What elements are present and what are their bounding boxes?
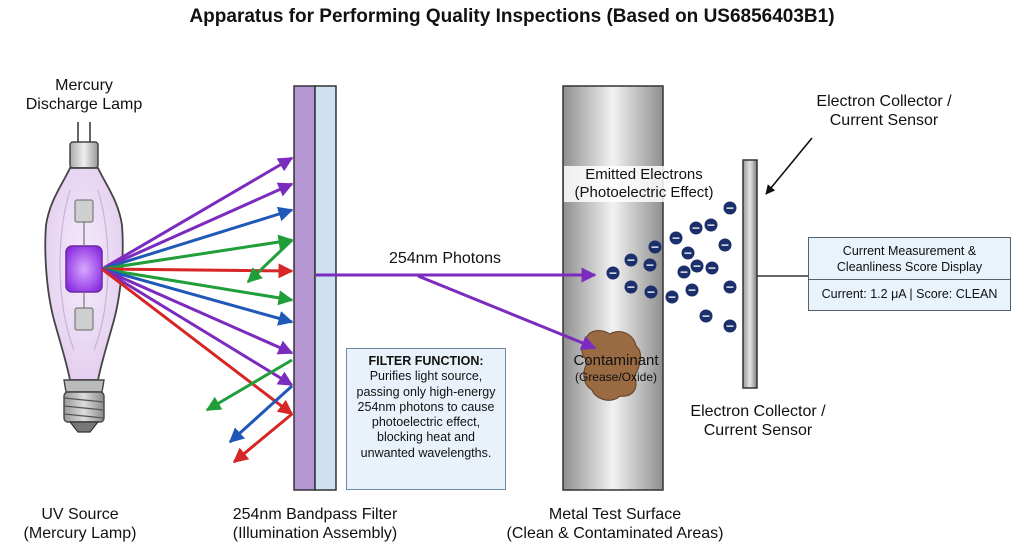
svg-text:−: −: [720, 239, 729, 252]
svg-text:−: −: [692, 260, 701, 273]
display-value: Current: 1.2 μA | Score: CLEAN: [821, 287, 998, 301]
metal-label-line2: (Clean & Contaminated Areas): [506, 525, 724, 543]
electron-icon: −: [643, 258, 657, 272]
electron-collector-plate: [742, 159, 758, 389]
svg-text:−: −: [671, 232, 680, 245]
filter-label: 254nm Bandpass Filter (Illumination Asse…: [200, 505, 430, 543]
electron-icon: −: [606, 266, 620, 280]
page-title: Apparatus for Performing Quality Inspect…: [189, 6, 835, 27]
emitted-line1: Emitted Electrons: [585, 166, 703, 183]
svg-text:−: −: [626, 281, 635, 294]
electron-icon: −: [723, 280, 737, 294]
electron-icon: −: [624, 280, 638, 294]
display-header-line2: Cleanliness Score Display: [836, 260, 983, 275]
ray-red-2: [101, 267, 294, 416]
contaminant-line1: Contaminant: [573, 352, 659, 369]
svg-text:−: −: [646, 286, 655, 299]
collector-top-line1: Electron Collector /: [816, 93, 952, 110]
ray-blue-2: [101, 267, 294, 326]
ray-green-2: [101, 267, 294, 306]
ray-violet-2: [101, 182, 294, 271]
svg-text:−: −: [701, 310, 710, 323]
emitted-electrons-label: Emitted Electrons (Photoelectric Effect): [564, 166, 724, 202]
display-header-line1: Current Measurement &: [842, 244, 977, 258]
bandpass-filter: [293, 85, 337, 491]
lamp-label-line1: Mercury: [55, 77, 113, 94]
ray-blue-reflect: [228, 384, 294, 444]
electron-icon: −: [723, 201, 737, 215]
collector-bottom-label: Electron Collector / Current Sensor: [670, 402, 846, 440]
ray-red-1: [101, 263, 294, 279]
svg-text:−: −: [650, 241, 659, 254]
svg-text:−: −: [667, 291, 676, 304]
electron-icon: −: [690, 259, 704, 273]
metal-label-line1: Metal Test Surface: [548, 506, 682, 523]
electron-icon: −: [677, 265, 691, 279]
metal-surface-label: Metal Test Surface (Clean & Contaminated…: [480, 505, 750, 543]
electron-icon: −: [699, 309, 713, 323]
uv-source-line2: (Mercury Lamp): [23, 525, 137, 543]
uv-source-line1: UV Source: [41, 506, 119, 523]
ray-violet-1: [101, 156, 294, 271]
svg-text:−: −: [707, 262, 716, 275]
filter-label-line1: 254nm Bandpass Filter: [232, 506, 398, 523]
ray-blue-1: [101, 206, 294, 271]
svg-text:−: −: [679, 266, 688, 279]
contaminant-line2: (Grease/Oxide): [574, 370, 658, 384]
svg-text:−: −: [725, 202, 734, 215]
current-display: Current Measurement & Cleanliness Score …: [808, 237, 1011, 311]
electron-icon: −: [704, 218, 718, 232]
ray-violet-3: [101, 267, 294, 355]
contaminant-label: Contaminant (Grease/Oxide): [556, 352, 676, 384]
lamp-label-line2: Discharge Lamp: [25, 96, 143, 114]
display-header: Current Measurement & Cleanliness Score …: [809, 238, 1010, 280]
electron-icon: −: [723, 319, 737, 333]
svg-text:−: −: [608, 267, 617, 280]
emitted-line2: (Photoelectric Effect): [574, 184, 714, 201]
electron-icon: −: [718, 238, 732, 252]
electron-icon: −: [689, 221, 703, 235]
filter-label-line2: (Illumination Assembly): [232, 525, 398, 543]
ray-green-reflect-2: [205, 358, 293, 412]
svg-text:−: −: [683, 247, 692, 260]
photon-beams: [316, 267, 597, 350]
electron-icon: −: [681, 246, 695, 260]
electron-icon: −: [624, 253, 638, 267]
emitted-electrons: −−−−−−−−−−−−−−−−−−−−: [606, 201, 737, 333]
photon-beam-contaminant: [417, 274, 597, 350]
electron-icon: −: [685, 283, 699, 297]
filter-function-box: FILTER FUNCTION: Purifies light source, …: [346, 348, 506, 490]
photons-label: 254nm Photons: [388, 250, 502, 267]
uv-source-label: UV Source (Mercury Lamp): [10, 505, 150, 543]
electron-icon: −: [705, 261, 719, 275]
svg-text:−: −: [725, 320, 734, 333]
ray-red-reflect: [232, 412, 293, 464]
electron-icon: −: [669, 231, 683, 245]
collector-bottom-line1: Electron Collector /: [690, 403, 826, 420]
mercury-lamp-icon: [44, 122, 124, 433]
light-rays: [101, 156, 294, 464]
collector-top-line2: Current Sensor: [829, 112, 939, 130]
collector-bottom-line2: Current Sensor: [703, 422, 813, 440]
electron-icon: −: [644, 285, 658, 299]
filter-function-text: Purifies light source, passing only high…: [356, 369, 496, 460]
lamp-label: Mercury Discharge Lamp: [24, 76, 144, 114]
svg-text:−: −: [691, 222, 700, 235]
svg-text:−: −: [725, 281, 734, 294]
svg-text:−: −: [706, 219, 715, 232]
filter-function-title: FILTER FUNCTION:: [368, 354, 484, 368]
collector-top-label: Electron Collector / Current Sensor: [796, 92, 972, 130]
ray-green-reflect-1: [246, 238, 294, 284]
ray-violet-4: [101, 267, 294, 387]
electron-icon: −: [665, 290, 679, 304]
svg-text:−: −: [626, 254, 635, 267]
ray-green-1: [101, 234, 294, 271]
contaminant-blob: [581, 330, 642, 401]
svg-text:−: −: [645, 259, 654, 272]
collector-pointer-arrow: [765, 137, 813, 195]
svg-text:−: −: [687, 284, 696, 297]
electron-icon: −: [648, 240, 662, 254]
